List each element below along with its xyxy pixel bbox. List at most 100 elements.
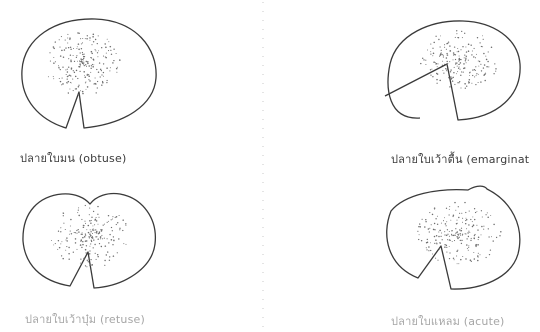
stipple-dot — [488, 228, 489, 229]
stipple-dot — [79, 63, 81, 65]
stipple-dot — [83, 58, 84, 59]
panel-obtuse: ปลายใบมน (obtuse) — [0, 0, 263, 166]
stipple-dot — [417, 231, 418, 232]
stipple-dot — [443, 56, 444, 57]
stipple-dot — [116, 224, 117, 225]
stipple-dot — [442, 239, 443, 240]
stipple-dot — [86, 229, 87, 230]
stipple-dot — [82, 62, 83, 63]
stipple-dot — [68, 253, 69, 254]
stipple-dot — [484, 80, 486, 82]
stipple-dot — [112, 244, 113, 245]
stipple-dot — [76, 48, 77, 49]
stipple-dot — [440, 236, 441, 237]
stipple-dot — [449, 214, 450, 215]
stipple-dot — [439, 248, 440, 249]
stipple-dot — [499, 235, 500, 236]
stipple-dot — [68, 93, 69, 94]
stipple-dot — [460, 59, 461, 60]
stipple-dot — [61, 241, 62, 242]
stipple-dot — [457, 82, 458, 83]
stipple-dot — [65, 229, 66, 230]
stipple-dot — [71, 68, 72, 69]
stipple-dot — [446, 57, 448, 59]
stipple-dot — [99, 243, 100, 244]
stipple-dot — [426, 247, 427, 248]
stipple-dot — [81, 239, 82, 240]
stipple-dot — [82, 54, 84, 56]
stipple-dot — [460, 49, 461, 50]
stipple-dot — [464, 55, 465, 56]
stipple-dot — [459, 213, 460, 214]
stipple-dot — [478, 60, 479, 61]
leaf-acute-drawing — [263, 166, 540, 332]
stipple-dot — [78, 215, 80, 217]
stipple-dot — [457, 263, 458, 264]
stipple-dot — [454, 240, 455, 241]
stipple-dot — [456, 236, 457, 237]
stipple-dot — [446, 64, 447, 65]
stipple-dot — [454, 46, 455, 47]
stipple-dot — [84, 236, 86, 238]
stipple-dot — [89, 208, 90, 209]
stipple-dot — [78, 210, 79, 211]
stipple-dot — [88, 79, 89, 80]
stipple-dot — [477, 37, 478, 38]
stipple-dot — [84, 221, 85, 222]
stipple-dot — [66, 246, 67, 247]
stipple-dot — [490, 215, 491, 216]
stipple-dot — [68, 258, 69, 259]
stipple-dot — [91, 220, 92, 221]
stipple-dot — [66, 240, 67, 241]
stipple-dot — [476, 73, 477, 74]
stipple-dot — [101, 74, 102, 75]
stipple-dot — [76, 249, 77, 250]
stipple-dot — [94, 232, 95, 233]
stipple-dot — [109, 70, 110, 71]
stipple-dot — [452, 80, 454, 82]
stipple-dot — [464, 202, 465, 203]
stipple-dot — [89, 250, 90, 251]
stipple-dot — [95, 229, 96, 230]
stipple-dot — [430, 250, 431, 251]
stipple-dot — [437, 66, 438, 67]
stipple-dot — [449, 239, 451, 241]
stipple-dot — [61, 36, 62, 37]
stipple-dot — [98, 217, 99, 218]
stipple-dot — [463, 63, 465, 65]
stipple-dot — [472, 75, 473, 76]
stipple-dot — [78, 229, 79, 230]
stipple-dot — [112, 62, 114, 64]
stipple-dot — [100, 69, 101, 70]
stipple-dot — [479, 42, 480, 43]
stipple-dot — [74, 61, 75, 62]
stipple-dot — [55, 41, 56, 42]
stipple-dot — [472, 221, 473, 222]
stipple-dot — [81, 234, 82, 235]
stipple-dot — [60, 231, 61, 232]
stipple-dot — [447, 229, 448, 230]
stipple-dot — [490, 249, 491, 250]
stipple-dot — [96, 92, 97, 93]
stipple-dot — [425, 221, 426, 222]
stipple-dot — [464, 67, 466, 69]
stipple-dot — [440, 54, 442, 56]
stipple-dot — [432, 76, 433, 77]
stipple-dot — [459, 60, 460, 61]
stipple-dot — [77, 212, 78, 213]
stipple-dot — [431, 69, 432, 70]
stipple-dot — [87, 86, 89, 88]
stipple-dot — [49, 52, 50, 53]
stipple-dot — [97, 43, 98, 44]
stipple-dot — [487, 212, 488, 213]
stipple-dot — [460, 87, 461, 88]
stipple-dot — [480, 254, 481, 255]
stipple-dot — [77, 46, 78, 47]
stipple-dot — [89, 214, 90, 215]
stipple-dot — [494, 63, 495, 64]
stipple-dot — [472, 216, 473, 217]
stipple-dot — [485, 56, 486, 57]
stipple-dot — [53, 78, 54, 79]
stipple-dot — [484, 74, 486, 76]
stipple-dot — [75, 88, 76, 89]
